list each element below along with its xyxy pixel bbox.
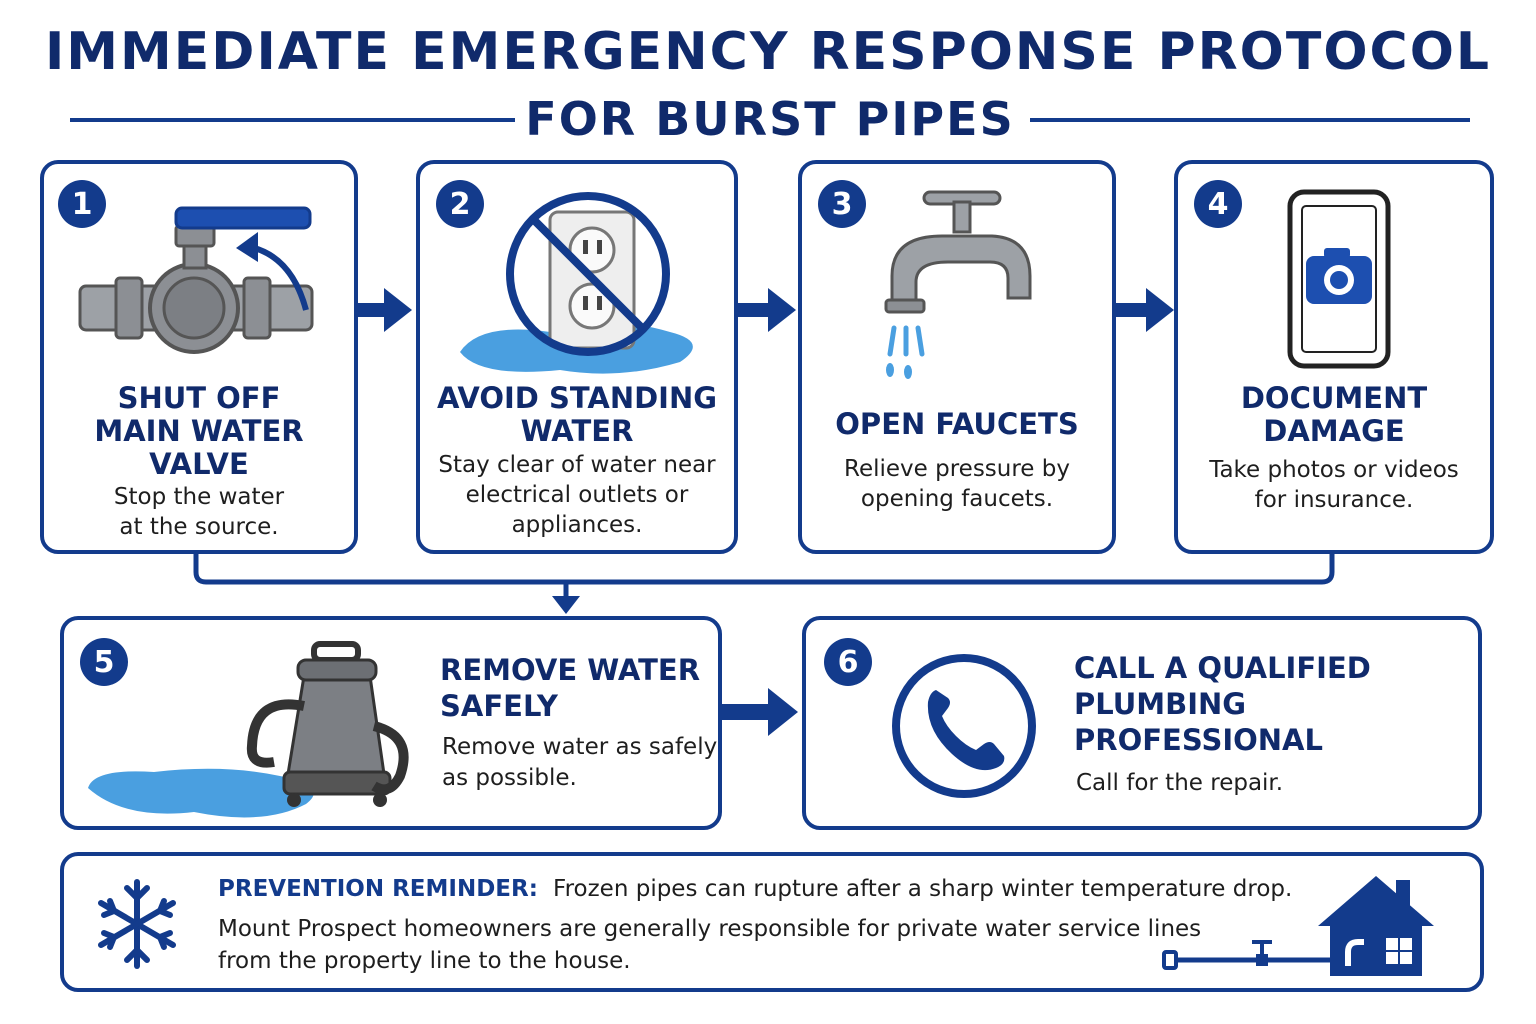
step-number-badge: 5 <box>80 638 128 686</box>
arrow-1-2 <box>358 303 386 317</box>
step-description: Stop the water at the source. <box>113 484 285 540</box>
reminder-line-3: from the property line to the house. <box>218 948 631 974</box>
snowflake-icon <box>98 879 176 969</box>
step-description: Stay clear of water near electrical outl… <box>438 452 716 538</box>
step-card-6: 6 CALL A QUALIFIED PLUMBING PROFESSIONAL… <box>802 616 1482 830</box>
page-subtitle: FOR BURST PIPES <box>525 92 1015 146</box>
step-card-3: 3 OPEN FAUCETS Relieve pressure by openi… <box>798 160 1116 554</box>
phone-camera-icon <box>1287 189 1391 369</box>
step-number-badge: 1 <box>58 180 106 228</box>
arrow-2-3 <box>738 303 770 317</box>
reminder-line-1: PREVENTION REMINDER: Frozen pipes can ru… <box>218 876 1292 902</box>
prevention-reminder-panel: PREVENTION REMINDER: Frozen pipes can ru… <box>60 852 1484 992</box>
water-valve-icon <box>78 206 314 354</box>
telephone-icon <box>892 654 1036 798</box>
step-number-badge: 3 <box>818 180 866 228</box>
step-card-4: 4 DOCUMENT DAMAGE Take photos or videos … <box>1174 160 1494 554</box>
subtitle-row: FOR BURST PIPES <box>70 88 1470 152</box>
step-card-2: 2 AVOID STANDING WATER Stay clear of wat… <box>416 160 738 554</box>
faucet-icon <box>884 190 1032 379</box>
step-description: Relieve pressure by opening faucets. <box>844 456 1070 512</box>
step-title: AVOID STANDING WATER <box>436 381 718 448</box>
reminder-label: PREVENTION REMINDER: <box>218 876 538 902</box>
step-title: CALL A QUALIFIED PLUMBING PROFESSIONAL <box>1074 651 1371 757</box>
arrow-down-5 <box>552 596 580 614</box>
merge-connector <box>193 553 1335 585</box>
step-description: Take photos or videos for insurance. <box>1209 457 1459 513</box>
page-title: IMMEDIATE EMERGENCY RESPONSE PROTOCOL <box>44 22 1492 82</box>
arrow-3-4 <box>1116 303 1148 317</box>
step-number-badge: 2 <box>436 180 484 228</box>
title-divider-left <box>70 118 515 122</box>
step-title: SHUT OFF MAIN WATER VALVE <box>94 381 304 481</box>
step-card-1: 1 SHUT OFF MAIN WATER VALVE Stop the wat… <box>40 160 358 554</box>
wet-vacuum-icon <box>88 641 409 818</box>
step-title: REMOVE WATER SAFELY <box>440 653 701 723</box>
step-description: Call for the repair. <box>1076 770 1284 796</box>
step-description: Remove water as safely as possible. <box>442 734 718 791</box>
house-service-line-icon <box>1162 876 1434 976</box>
step-number-badge: 4 <box>1194 180 1242 228</box>
arrow-5-6 <box>720 704 770 720</box>
title-divider-right <box>1030 118 1470 122</box>
step-number-badge: 6 <box>824 638 872 686</box>
step-card-5: 5 REMOVE WATER SAFELY Remove water as sa… <box>60 616 722 830</box>
reminder-line-2: Mount Prospect homeowners are generally … <box>218 916 1202 942</box>
reminder-headline: Frozen pipes can rupture after a sharp w… <box>553 876 1293 902</box>
no-outlet-icon <box>460 192 693 374</box>
step-title: DOCUMENT DAMAGE <box>1240 381 1428 448</box>
step-title: OPEN FAUCETS <box>835 407 1079 441</box>
